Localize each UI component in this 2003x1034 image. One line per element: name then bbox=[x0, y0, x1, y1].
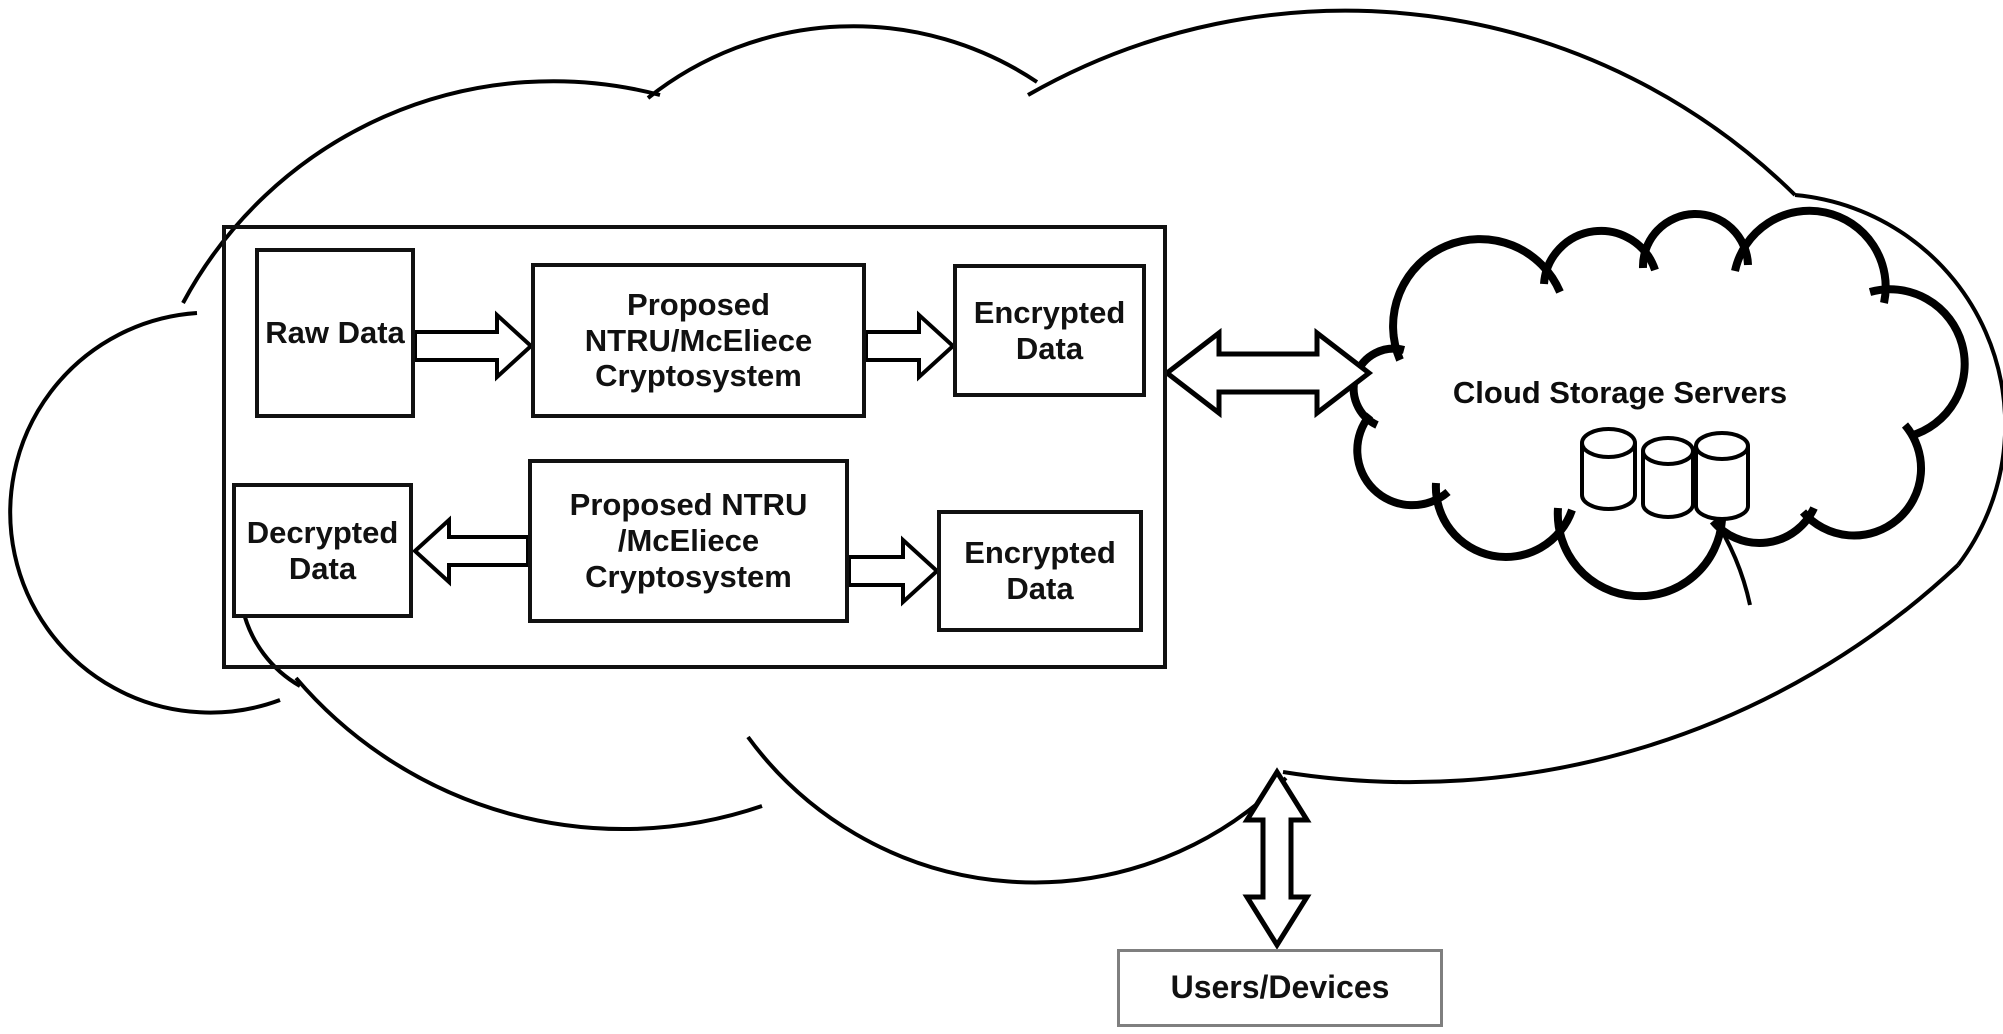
storage-cloud-bump bbox=[1709, 506, 1818, 547]
storage-cloud-fill bbox=[1364, 229, 1963, 573]
big-cloud-left-bottom-connector bbox=[241, 609, 301, 688]
decrypted-data-box: Decrypted Data bbox=[232, 483, 413, 618]
encrypted-data-upload-box: Encrypted Data bbox=[953, 264, 1146, 397]
crypto-decrypt-box: Proposed NTRU /McEliece Cryptosystem bbox=[528, 459, 849, 623]
cylinder-right-top bbox=[1694, 431, 1750, 461]
big-cloud-bottom-right-arc bbox=[1282, 563, 1960, 785]
users-devices-box: Users/Devices bbox=[1117, 949, 1443, 1027]
storage-cloud-bump bbox=[1353, 412, 1451, 510]
big-cloud-top-right-bump bbox=[1027, 8, 1797, 197]
big-cloud-right-bump bbox=[1794, 193, 2003, 567]
cylinder-left bbox=[1580, 443, 1637, 511]
arrow-crypto-to-encrypted-bottom bbox=[847, 535, 940, 607]
database-cylinders-icon bbox=[1580, 427, 1750, 521]
cloud-storage-servers-label: Cloud Storage Servers bbox=[1452, 375, 1788, 410]
storage-cloud-bump bbox=[1799, 422, 1926, 540]
arrow-crypto-to-encrypted bbox=[864, 310, 956, 382]
cylinder-middle bbox=[1641, 451, 1695, 519]
storage-cloud-bump bbox=[1553, 507, 1726, 601]
storage-cloud-bump bbox=[1868, 285, 1969, 440]
storage-cloud-icon bbox=[1349, 206, 1969, 601]
big-cloud-outline-icon bbox=[8, 8, 2003, 885]
storage-cloud-bump bbox=[1731, 206, 1890, 304]
arrow-crypto-to-decrypted bbox=[412, 515, 530, 587]
big-cloud-bottom-middle-arc bbox=[746, 735, 1288, 885]
double-arrow-cloud-users bbox=[1242, 767, 1312, 950]
cylinder-right bbox=[1694, 446, 1750, 521]
crypto-encrypt-box: Proposed NTRU/McEliece Cryptosystem bbox=[531, 263, 866, 418]
storage-cloud-bump bbox=[1431, 482, 1576, 561]
cylinder-middle-top bbox=[1641, 436, 1695, 466]
arrow-raw-to-crypto bbox=[413, 310, 534, 382]
storage-cloud-bump bbox=[1638, 210, 1752, 269]
storage-cloud-bump bbox=[1389, 235, 1564, 362]
double-arrow-system-storage bbox=[1162, 327, 1374, 419]
raw-data-box: Raw Data bbox=[255, 248, 415, 418]
big-cloud-bottom-left-arc bbox=[294, 676, 763, 831]
big-cloud-top-middle-bump bbox=[646, 24, 1039, 100]
big-cloud-top-left-bump bbox=[181, 79, 661, 304]
big-cloud-left-bump bbox=[8, 311, 281, 715]
encrypted-data-download-box: Encrypted Data bbox=[937, 510, 1143, 632]
cylinder-left-top bbox=[1580, 427, 1637, 459]
cryptosystem-process-frame bbox=[222, 225, 1167, 669]
